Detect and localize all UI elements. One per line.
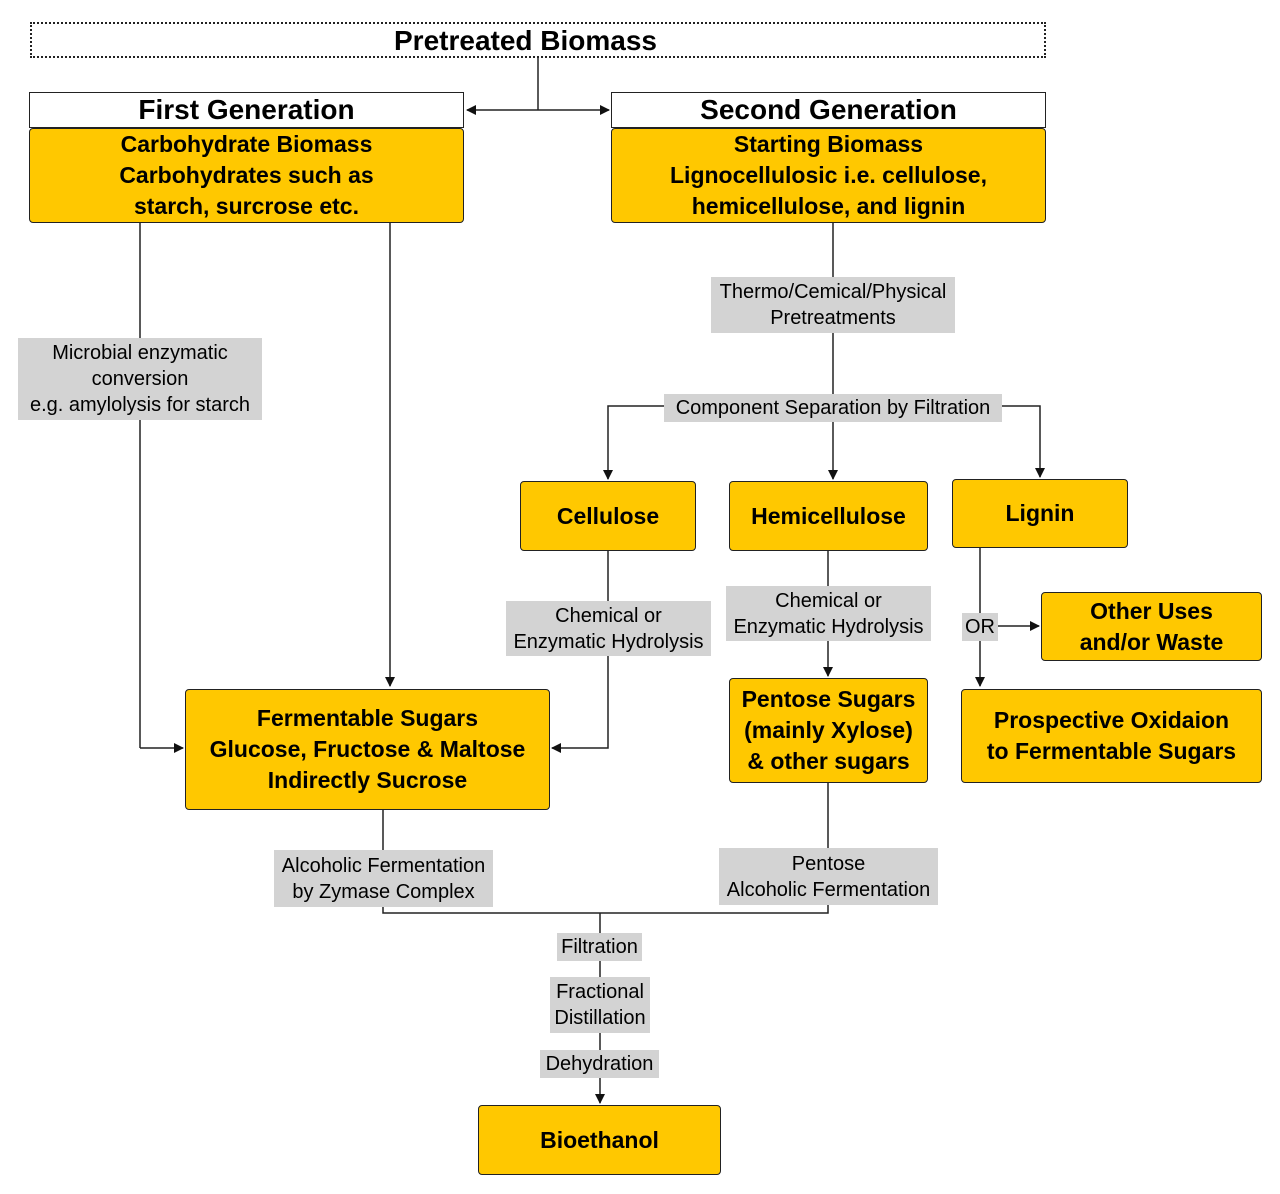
line: by Zymase Complex: [292, 880, 475, 903]
line: to Fermentable Sugars: [986, 738, 1237, 764]
line: Alcoholic Fermentation: [281, 854, 486, 877]
line: and/or Waste: [1079, 628, 1224, 655]
lignin-box: Lignin: [952, 479, 1128, 548]
microbial-conversion-label: Microbial enzymatic conversion e.g. amyl…: [18, 338, 262, 420]
or-label: OR: [962, 613, 998, 641]
pentose-fermentation-label: Pentose Alcoholic Fermentation: [719, 848, 938, 905]
carbohydrate-biomass-box: Carbohydrate Biomass Carbohydrates such …: [29, 128, 464, 223]
line: conversion: [91, 368, 189, 390]
hemicellulose-hydrolysis-label: Chemical or Enzymatic Hydrolysis: [726, 586, 931, 641]
filtration-label: Filtration: [557, 933, 642, 961]
fractional-distillation-label: Fractional Distillation: [550, 977, 650, 1033]
line: Glucose, Fructose & Maltose: [209, 736, 526, 762]
line: Starting Biomass: [733, 131, 924, 157]
line: Other Uses: [1090, 597, 1213, 624]
other-uses-box: Other Uses and/or Waste: [1041, 592, 1262, 661]
hemicellulose-box: Hemicellulose: [729, 481, 928, 551]
pretreatments-label: Thermo/Cemical/Physical Pretreatments: [711, 277, 955, 333]
starting-biomass-box: Starting Biomass Lignocellulosic i.e. ce…: [611, 128, 1046, 223]
line: Chemical or: [555, 604, 662, 627]
fermentable-sugars-box: Fermentable Sugars Glucose, Fructose & M…: [185, 689, 550, 810]
cellulose-box: Cellulose: [520, 481, 696, 551]
component-separation-label: Component Separation by Filtration: [664, 394, 1002, 422]
line: Carbohydrate Biomass: [120, 131, 373, 157]
line: Carbohydrates such as: [119, 162, 374, 188]
cellulose-hydrolysis-label: Chemical or Enzymatic Hydrolysis: [506, 601, 711, 656]
pentose-sugars-box: Pentose Sugars (mainly Xylose) & other s…: [729, 678, 928, 783]
second-generation-header: Second Generation: [611, 92, 1046, 128]
bioethanol-box: Bioethanol: [478, 1105, 721, 1175]
line: Alcoholic Fermentation: [726, 878, 931, 901]
alcoholic-fermentation-label: Alcoholic Fermentation by Zymase Complex: [274, 850, 493, 907]
dehydration-label: Dehydration: [540, 1050, 659, 1078]
line: Pretreatments: [770, 307, 896, 329]
line: Thermo/Cemical/Physical: [719, 281, 947, 303]
first-generation-header: First Generation: [29, 92, 464, 128]
line: Distillation: [554, 1007, 646, 1029]
line: Fractional: [556, 981, 644, 1003]
line: Chemical or: [775, 589, 882, 612]
line: (mainly Xylose): [744, 717, 913, 743]
line: Enzymatic Hydrolysis: [513, 630, 704, 653]
line: Indirectly Sucrose: [267, 767, 468, 793]
prospective-oxidation-box: Prospective Oxidaion to Fermentable Suga…: [961, 689, 1262, 783]
line: starch, surcrose etc.: [133, 193, 359, 219]
line: & other sugars: [747, 748, 910, 774]
pretreated-biomass-title: Pretreated Biomass: [388, 26, 664, 56]
line: Enzymatic Hydrolysis: [733, 615, 924, 638]
line: e.g. amylolysis for starch: [29, 394, 251, 416]
line: Microbial enzymatic: [52, 342, 228, 364]
line: Prospective Oxidaion: [993, 707, 1230, 733]
line: hemicellulose, and lignin: [691, 193, 966, 219]
line: Pentose: [791, 852, 866, 875]
line: Fermentable Sugars: [256, 705, 479, 731]
line: Lignocellulosic i.e. cellulose,: [670, 162, 987, 188]
line: Pentose Sugars: [741, 686, 916, 712]
